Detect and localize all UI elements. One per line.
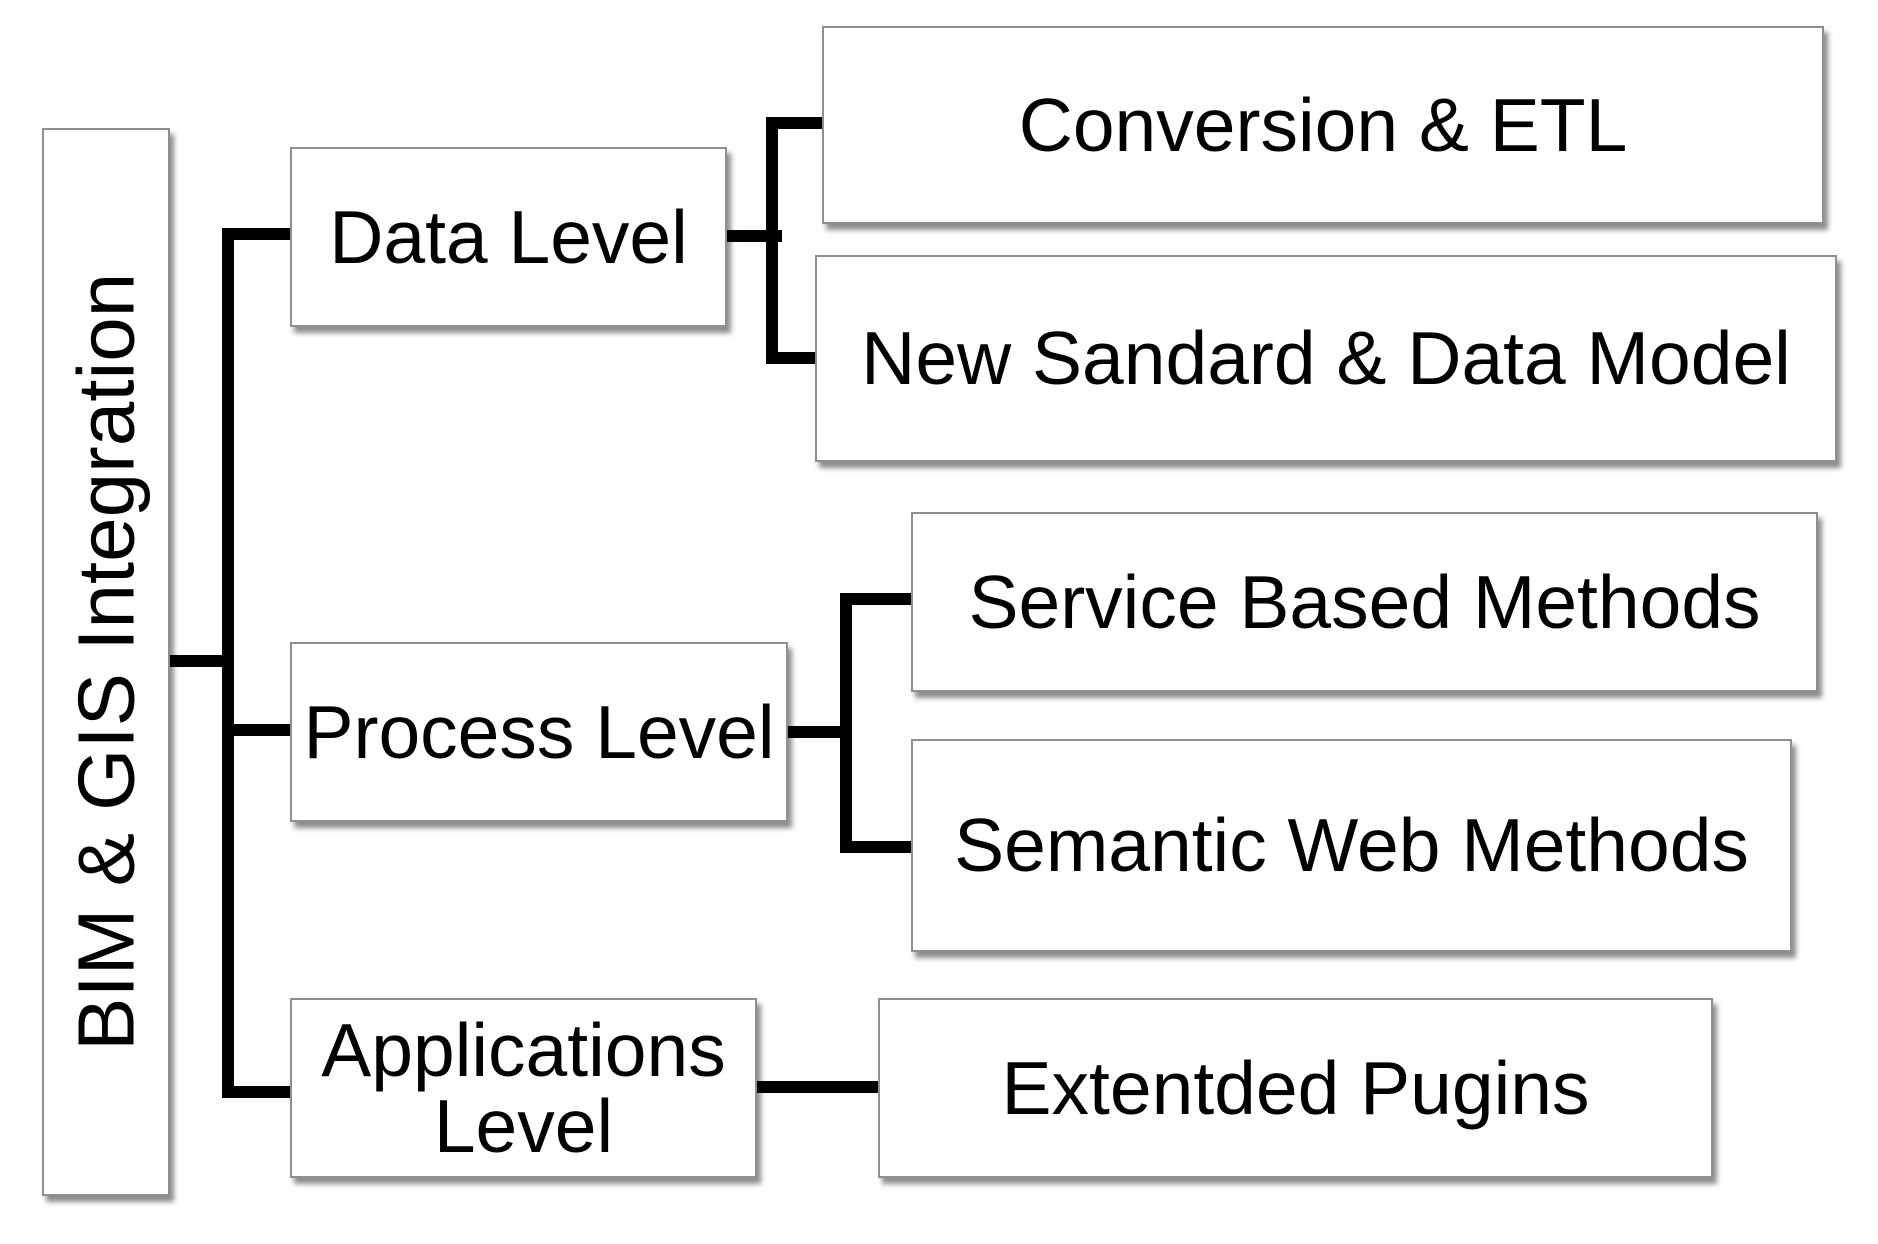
root-node-label: BIM & GIS Integration <box>61 272 151 1052</box>
applications-level-box: Applications Level <box>290 998 757 1178</box>
connector-to-semantic-web <box>840 841 911 853</box>
applications-level-line-1: Applications <box>321 1007 726 1092</box>
semantic-web-methods-box: Semantic Web Methods <box>911 739 1792 952</box>
service-based-methods-box: Service Based Methods <box>911 512 1818 692</box>
applications-level-label: Applications Level <box>321 1007 726 1168</box>
connector-to-applications-level <box>222 1086 290 1098</box>
process-level-label: Process Level <box>303 689 775 774</box>
service-based-methods-label: Service Based Methods <box>968 559 1761 644</box>
process-level-box: Process Level <box>290 642 788 822</box>
connector-process-level-stub <box>788 726 848 738</box>
connector-to-service-based <box>840 593 911 605</box>
applications-level-line-2: Level <box>433 1084 614 1168</box>
extended-plugins-label: Extentded Pugins <box>1001 1045 1590 1130</box>
connector-to-conversion-etl <box>766 117 822 129</box>
conversion-etl-label: Conversion & ETL <box>1018 82 1628 167</box>
connector-to-new-standard <box>766 352 815 364</box>
semantic-web-methods-label: Semantic Web Methods <box>954 803 1749 888</box>
connector-to-data-level <box>222 228 290 240</box>
connector-root-stub <box>170 655 230 667</box>
connector-root-trunk <box>222 228 234 1098</box>
data-level-label: Data Level <box>329 194 688 279</box>
connector-data-level-trunk <box>766 117 778 364</box>
extended-plugins-box: Extentded Pugins <box>878 998 1713 1178</box>
root-node-box: BIM & GIS Integration <box>42 128 170 1196</box>
new-standard-data-model-box: New Sandard & Data Model <box>815 255 1837 462</box>
connector-to-extended-plugins <box>757 1081 878 1093</box>
connector-to-process-level <box>222 724 290 736</box>
data-level-box: Data Level <box>290 147 727 327</box>
conversion-etl-box: Conversion & ETL <box>822 26 1824 224</box>
connector-process-level-trunk <box>840 593 852 853</box>
new-standard-data-model-label: New Sandard & Data Model <box>861 316 1791 401</box>
